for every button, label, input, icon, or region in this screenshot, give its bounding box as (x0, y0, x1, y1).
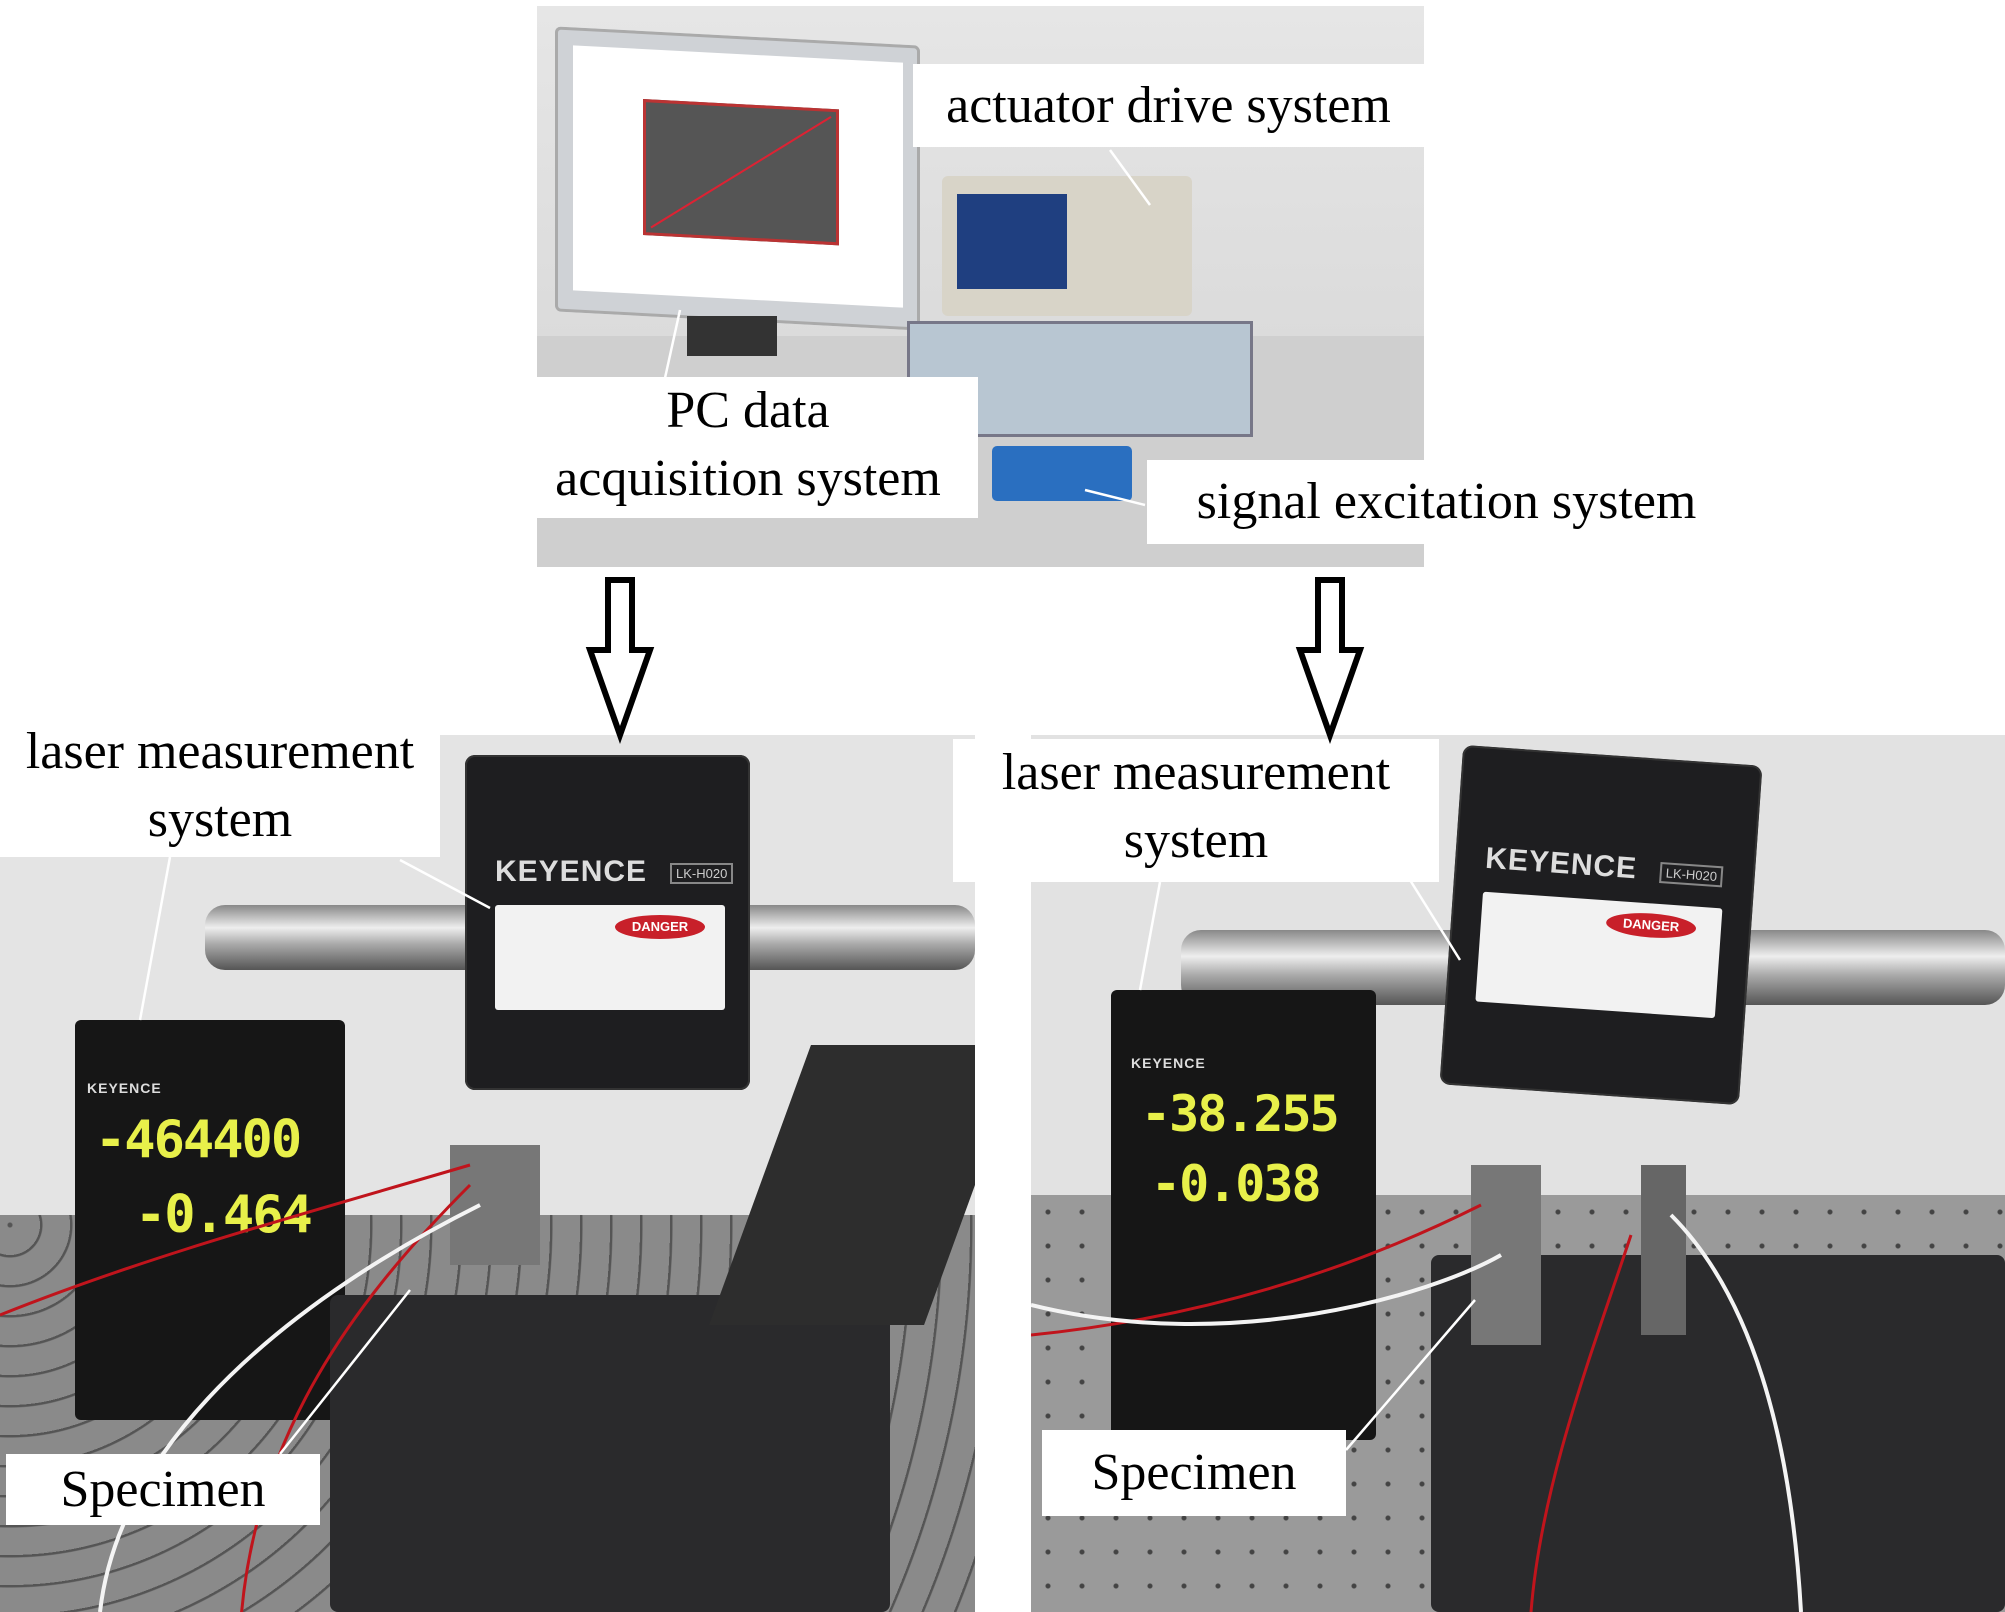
label-pc-data-acquisition: PC data acquisition system (518, 377, 978, 518)
label-pc-line1: PC data (666, 382, 830, 439)
down-arrow-right-icon (1295, 577, 1365, 745)
oscilloscope (942, 176, 1192, 316)
warning-plate: DANGER (495, 905, 725, 1010)
monitor-screen (573, 45, 903, 308)
label-laser-left-line2: system (147, 791, 293, 848)
laser-controller: KEYENCE -38.255 -0.038 (1111, 990, 1376, 1440)
laser-sensor-head: KEYENCE LK-H020 DANGER (465, 755, 750, 1090)
specimen-stand (330, 1295, 890, 1612)
label-signal-excitation-system: signal excitation system (1147, 460, 1746, 544)
plot-line (650, 116, 832, 229)
down-arrow-left-icon (585, 577, 655, 745)
specimen-fixture (1471, 1165, 1541, 1345)
label-specimen-left: Specimen (6, 1454, 320, 1525)
controller-readout-bottom: -0.038 (1151, 1155, 1322, 1213)
monitor (555, 26, 920, 331)
screen-plot (643, 99, 839, 246)
label-laser-measurement-left: laser measurement system (0, 718, 440, 857)
label-pc-line2: acquisition system (555, 450, 941, 507)
controller-readout-bottom: -0.464 (135, 1185, 313, 1245)
controller-readout-top: -464400 (95, 1110, 302, 1170)
controller-brand: KEYENCE (1131, 1055, 1206, 1071)
clamp-block (1641, 1165, 1686, 1335)
controller-brand: KEYENCE (87, 1080, 162, 1096)
controller-readout-top: -38.255 (1141, 1085, 1340, 1143)
label-actuator-drive-system: actuator drive system (913, 64, 1424, 147)
label-laser-right-line1: laser measurement (1001, 744, 1391, 801)
signal-excitation-box (992, 446, 1132, 501)
danger-badge: DANGER (615, 915, 705, 939)
monitor-stand (687, 316, 777, 356)
label-laser-right-line2: system (1123, 812, 1269, 869)
label-specimen-right: Specimen (1042, 1430, 1346, 1516)
label-laser-left-line1: laser measurement (25, 723, 415, 780)
sensor-model: LK-H020 (670, 863, 734, 884)
oscilloscope-screen (957, 194, 1067, 289)
label-laser-measurement-right: laser measurement system (953, 739, 1439, 882)
sensor-brand: KEYENCE (495, 855, 648, 888)
wires (1031, 1203, 1803, 1612)
